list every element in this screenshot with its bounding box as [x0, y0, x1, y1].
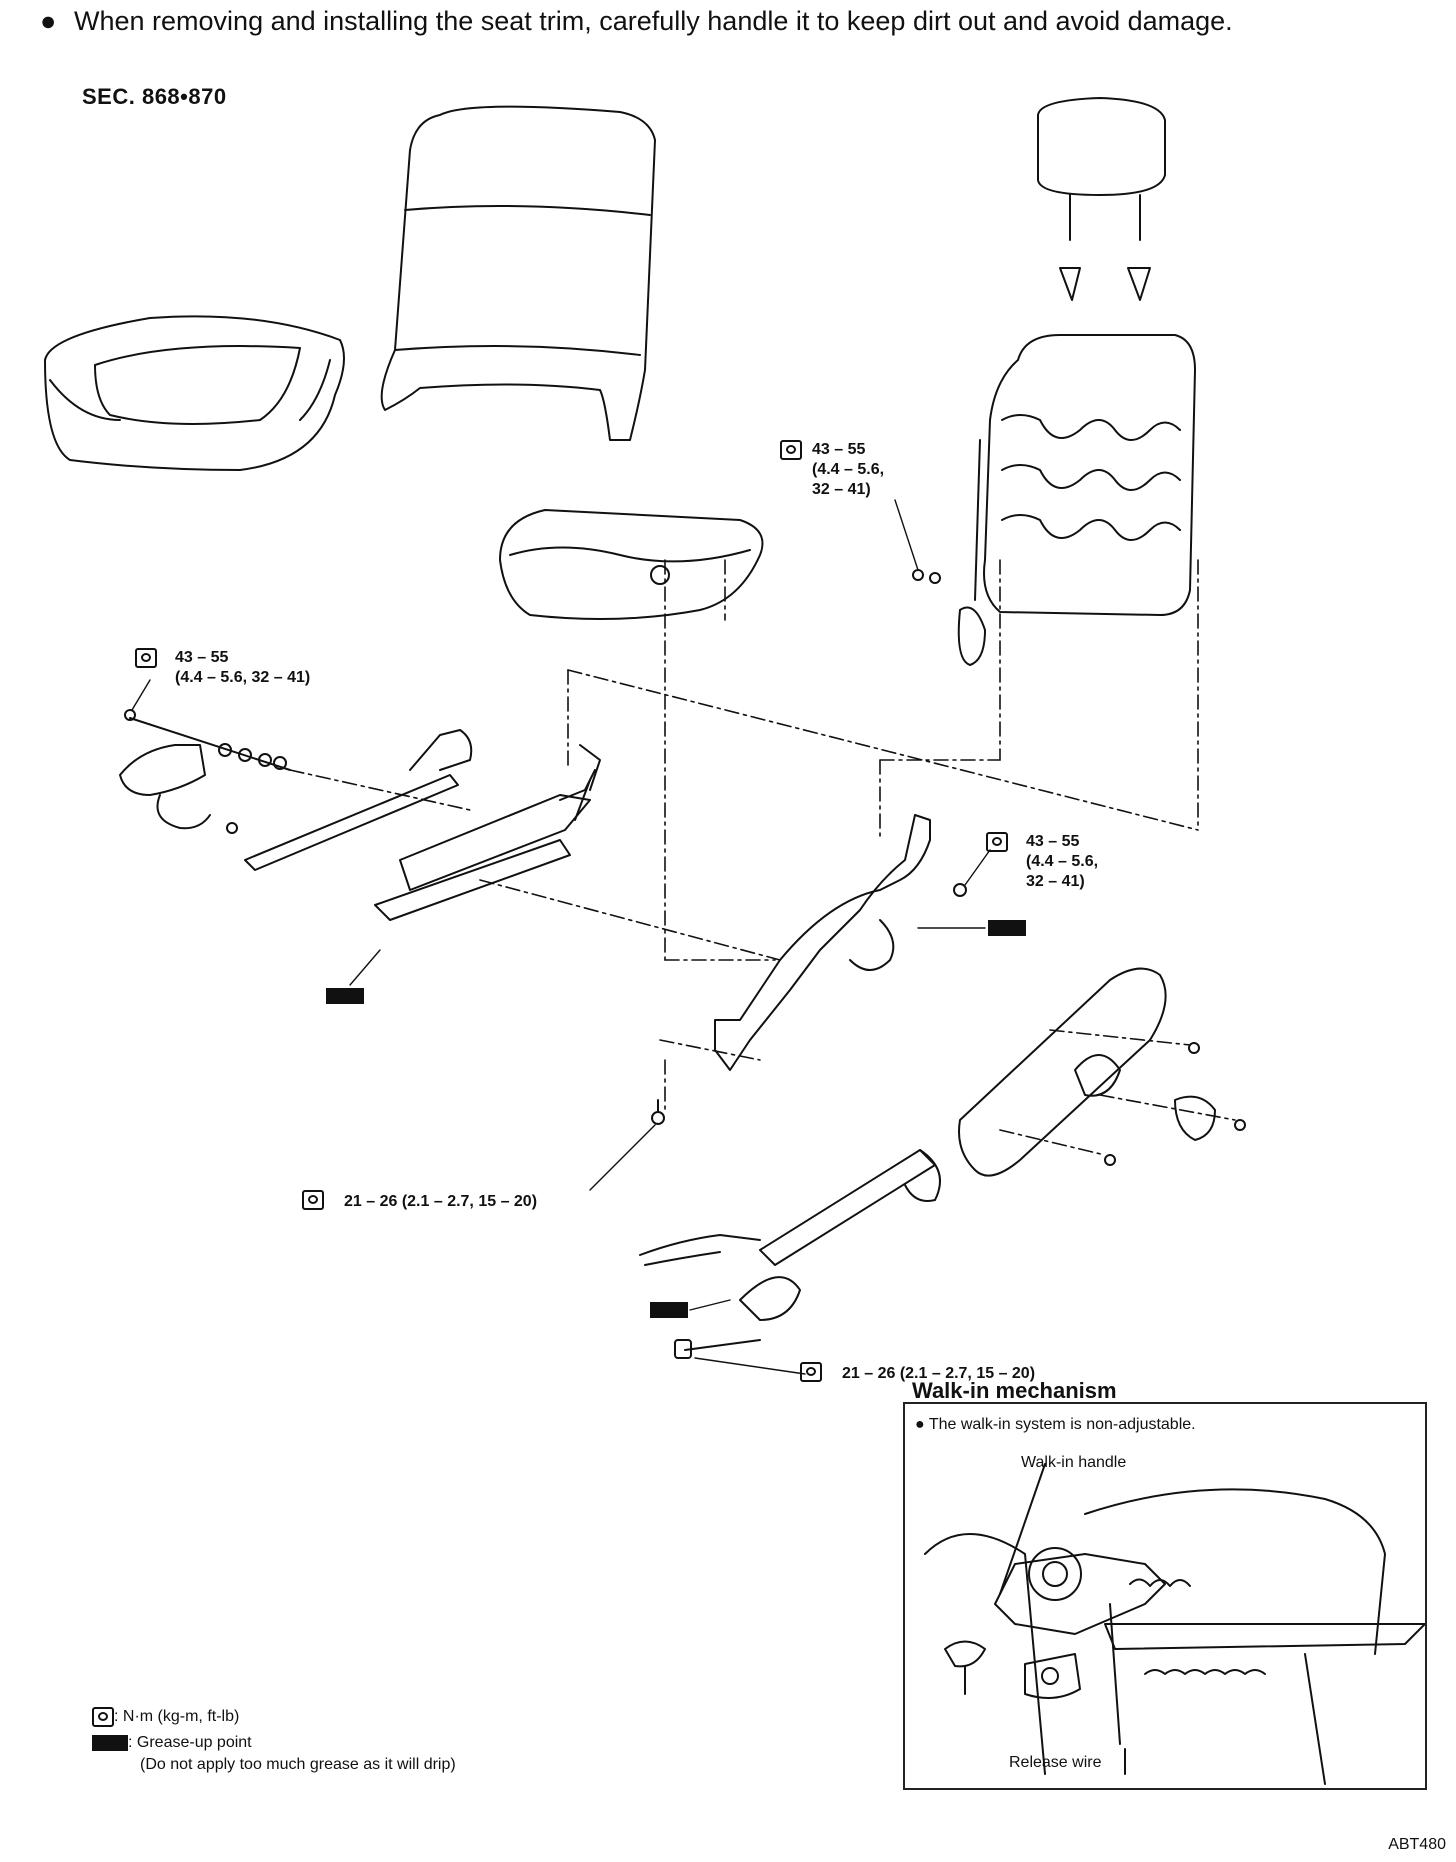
walkin-handle-label: Walk-in handle [1021, 1454, 1127, 1471]
legend: : N·m (kg-m, ft-lb) : Grease-up point (D… [92, 1706, 456, 1776]
seat-pan [499, 509, 764, 620]
recliner-assembly [714, 814, 931, 1071]
grease-icon [92, 1734, 128, 1751]
right-rail-assembly [639, 1149, 941, 1359]
torque-wrench-icon [302, 1190, 324, 1210]
legend-grease-note: (Do not apply too much grease as it will… [140, 1756, 456, 1773]
walkin-title: Walk-in mechanism [912, 1378, 1117, 1403]
torque-wrench-icon [800, 1362, 822, 1382]
instruction-note: ● When removing and installing the seat t… [40, 6, 1233, 37]
legend-grease: : Grease-up point [92, 1732, 456, 1754]
section-number: SEC. 868•870 [82, 84, 227, 109]
left-rail-assembly [244, 729, 601, 921]
torque-value: 21 – 26 (2.1 – 2.7, 15 – 20) [842, 1365, 1036, 1382]
side-cover [958, 967, 1216, 1177]
torque-wrench-icon [135, 648, 157, 668]
walkin-illustration [924, 1463, 1425, 1785]
seatback-trim [380, 105, 656, 441]
seat-belt-buckle [119, 717, 291, 830]
torque-value: 21 – 26 (2.1 – 2.7, 15 – 20) [344, 1193, 538, 1210]
seatback-frame [957, 334, 1196, 666]
seat-cushion-trim [44, 315, 345, 471]
leader-lines [131, 499, 991, 1375]
torque-wrench-icon [92, 1706, 114, 1727]
figure-code: ABT480 [1388, 1836, 1446, 1853]
torque-wrench-icon [780, 440, 802, 460]
legend-torque-text: : N·m (kg-m, ft-lb) [114, 1708, 240, 1725]
headrest [1037, 97, 1166, 301]
legend-torque: : N·m (kg-m, ft-lb) [92, 1706, 456, 1728]
legend-grease-text: : Grease-up point [128, 1734, 252, 1751]
walkin-note: ● The walk-in system is non-adjustable. [915, 1416, 1196, 1433]
torque-value: 43 – 55 (4.4 – 5.6, 32 – 41) [1026, 833, 1099, 890]
assembly-lines [289, 559, 1236, 1156]
release-wire-label: Release wire [1009, 1754, 1102, 1771]
torque-wrench-icon [986, 832, 1008, 852]
instruction-text: When removing and installing the seat tr… [74, 6, 1233, 36]
torque-value: 43 – 55 (4.4 – 5.6, 32 – 41) [812, 441, 885, 498]
bullet: ● [40, 6, 57, 36]
bolts [124, 569, 1246, 1166]
grease-symbols [326, 920, 1026, 1318]
torque-value: 43 – 55 (4.4 – 5.6, 32 – 41) [175, 649, 311, 686]
walkin-inset: ● The walk-in system is non-adjustable. … [903, 1402, 1427, 1790]
